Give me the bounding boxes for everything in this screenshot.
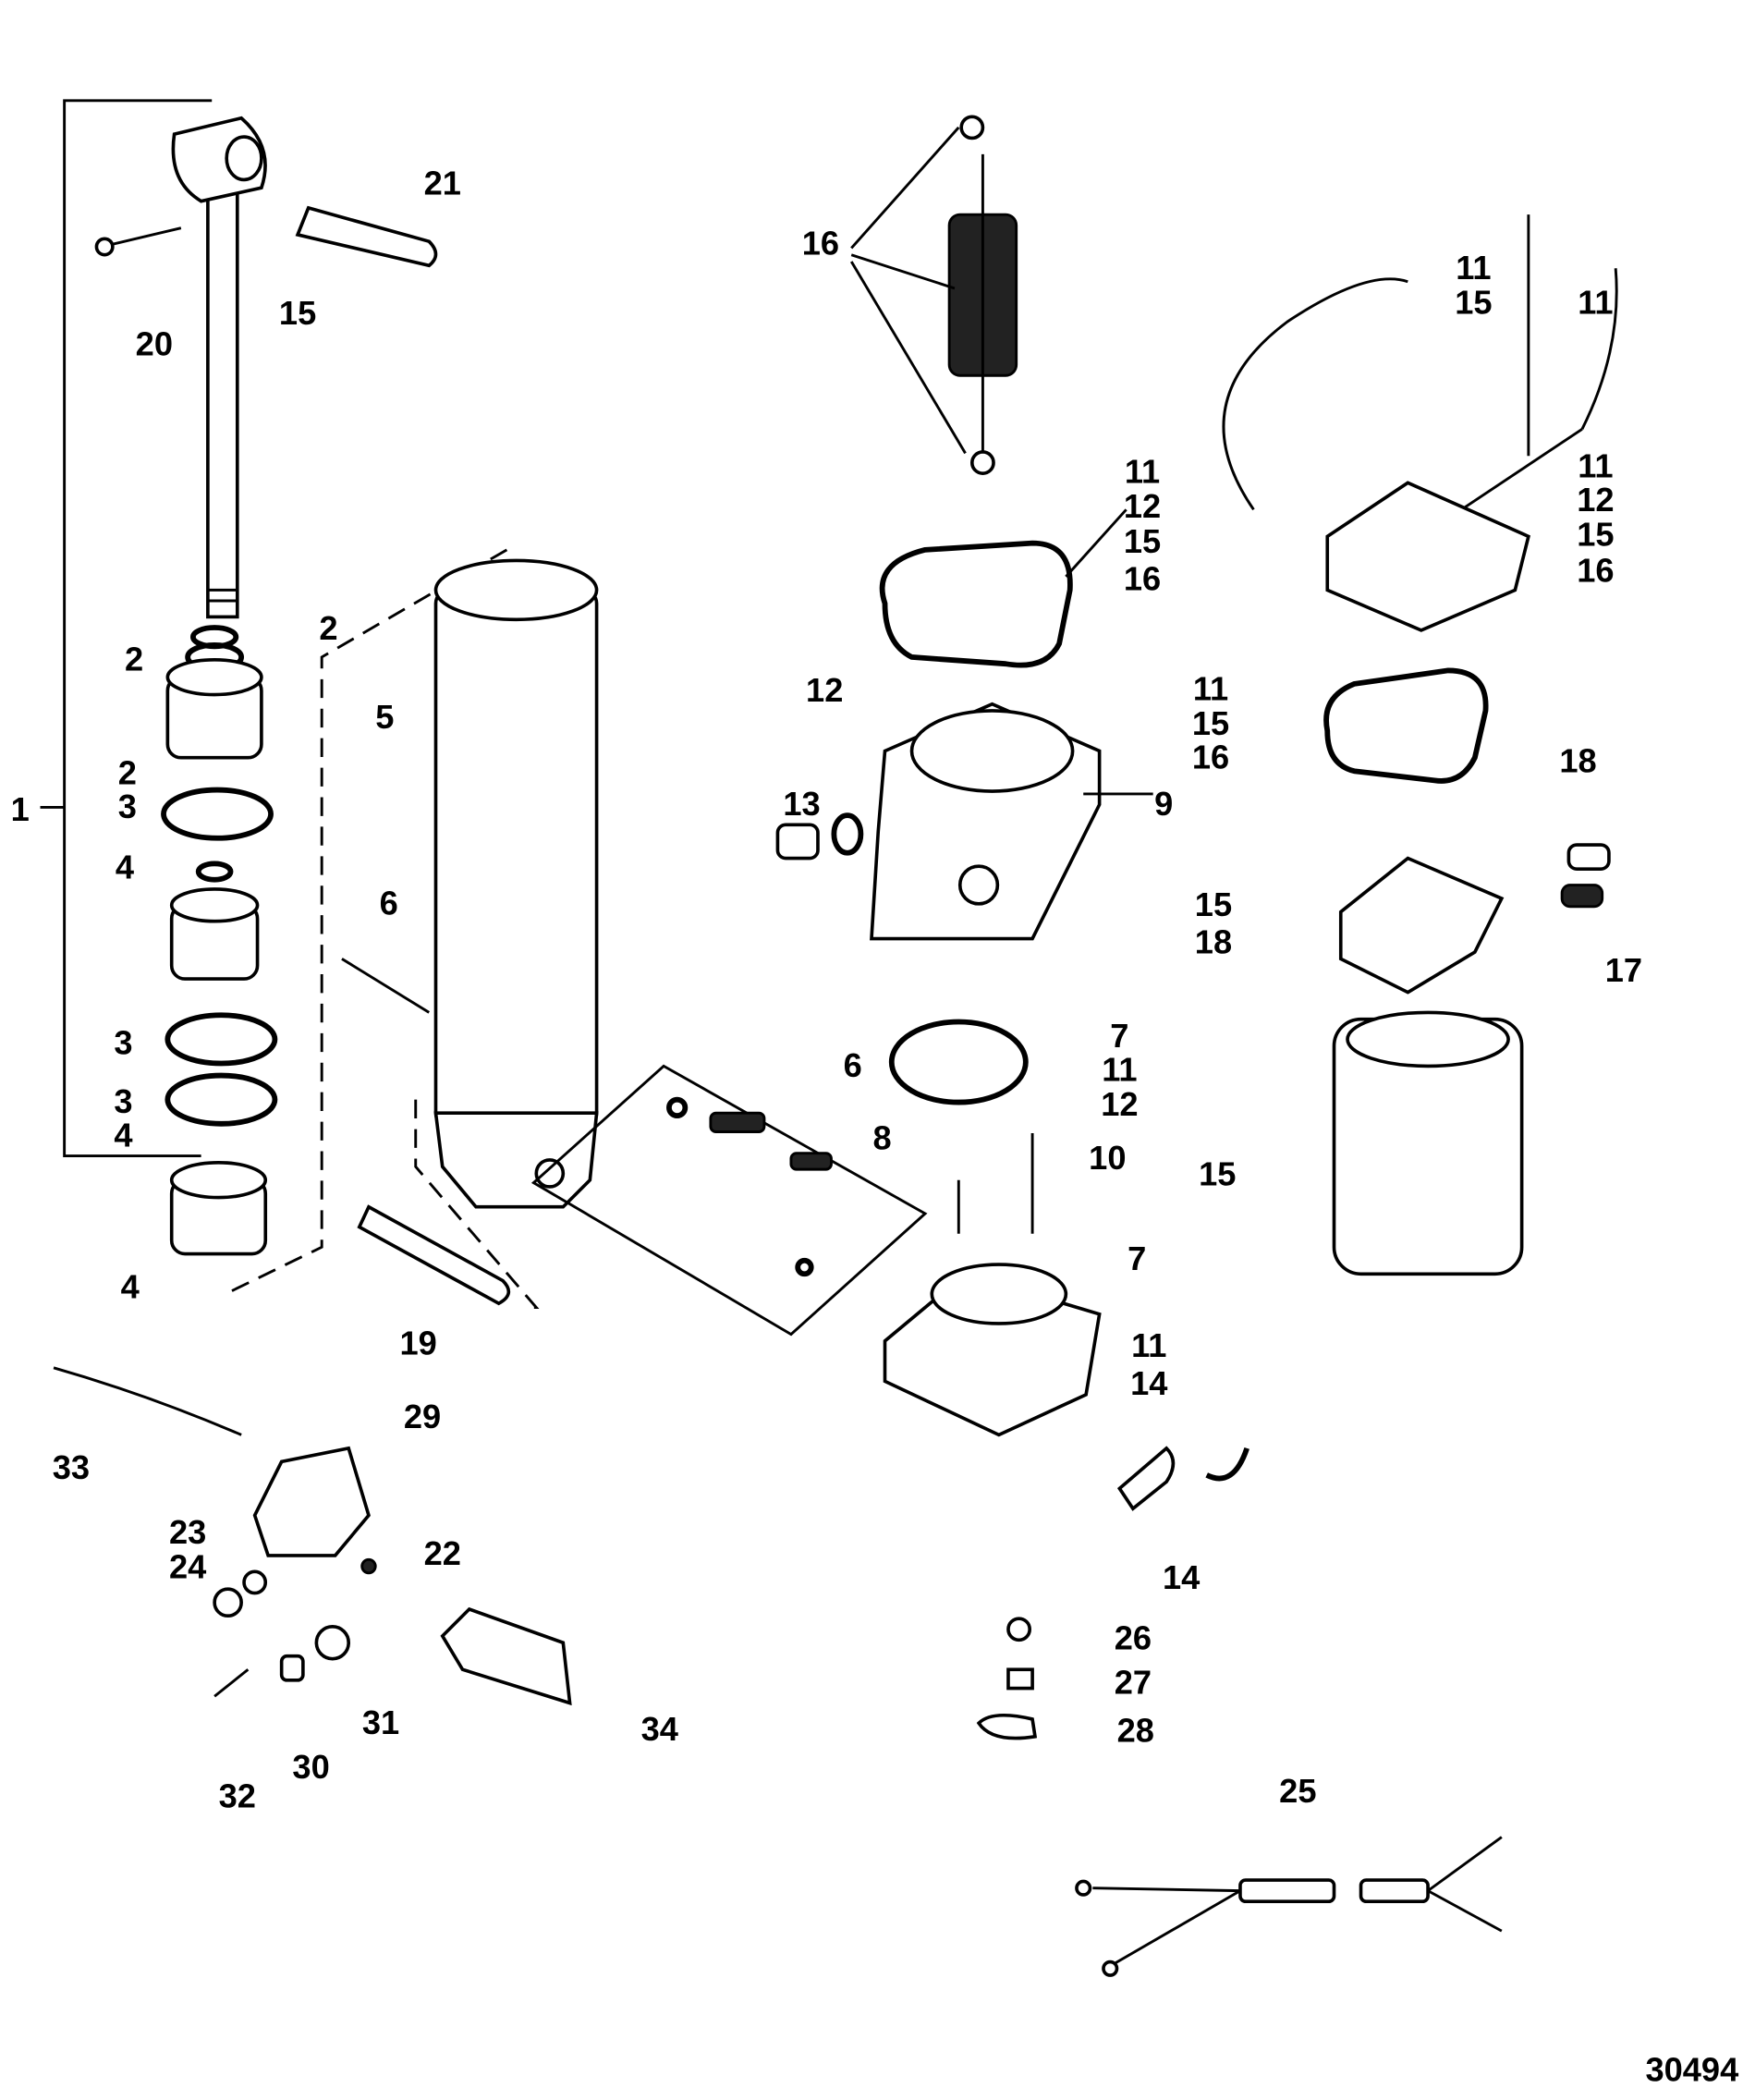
callout-9: 9 <box>1154 785 1173 823</box>
callout-18: 18 <box>1195 923 1232 961</box>
pin-19 <box>357 1204 511 1306</box>
bracket-34 <box>440 1606 572 1706</box>
pin-21 <box>295 205 438 268</box>
callout-3: 3 <box>118 788 137 825</box>
callout-16: 16 <box>1192 738 1229 775</box>
callout-6: 6 <box>380 884 398 922</box>
harness-25 <box>1075 1836 1503 1977</box>
callout-13: 13 <box>783 785 820 823</box>
callout-2: 2 <box>319 609 337 647</box>
hardware-26-28 <box>976 1617 1038 1740</box>
callout-11: 11 <box>1456 249 1491 287</box>
callout-12: 12 <box>806 671 843 709</box>
callout-23: 23 <box>169 1513 206 1551</box>
callout-2: 2 <box>118 754 137 792</box>
motor-end-cap <box>1222 214 1618 632</box>
callout-15: 15 <box>1199 1155 1236 1193</box>
callout-32: 32 <box>219 1777 256 1815</box>
callout-15: 15 <box>1455 284 1492 322</box>
callout-2: 2 <box>125 640 143 678</box>
callout-14: 14 <box>1163 1558 1200 1596</box>
figure-number: 30494 <box>1645 2051 1738 2089</box>
callout-28: 28 <box>1117 1712 1154 1750</box>
callout-16: 16 <box>1124 559 1161 597</box>
callout-3: 3 <box>114 1023 132 1061</box>
callout-31: 31 <box>362 1703 399 1741</box>
callout-15: 15 <box>1124 522 1161 560</box>
callout-7: 7 <box>1110 1017 1128 1055</box>
callout-4: 4 <box>114 1116 132 1154</box>
callout-11: 11 <box>1131 1326 1166 1364</box>
callout-7: 7 <box>1127 1239 1146 1277</box>
callout-4: 4 <box>116 848 134 885</box>
callout-4: 4 <box>121 1267 140 1305</box>
callout-15: 15 <box>1192 704 1229 742</box>
callout-21: 21 <box>424 164 461 201</box>
gasket-lower <box>1323 667 1489 784</box>
pump-body-12 <box>775 702 1153 941</box>
callout-12: 12 <box>1577 481 1614 519</box>
callout-33: 33 <box>53 1448 90 1486</box>
callout-17: 17 <box>1605 951 1642 989</box>
callout-14: 14 <box>1130 1364 1167 1402</box>
motor-frame-15 <box>1332 1010 1524 1276</box>
callout-27: 27 <box>1115 1663 1152 1701</box>
pump-base-7 <box>883 1019 1249 1511</box>
armature-16 <box>849 115 1018 475</box>
callout-22: 22 <box>424 1534 461 1572</box>
callout-24: 24 <box>169 1548 206 1586</box>
callout-15: 15 <box>1195 885 1232 923</box>
callout-15: 15 <box>1577 516 1614 554</box>
callout-11: 11 <box>1193 669 1228 707</box>
callout-3: 3 <box>114 1082 132 1120</box>
solenoid-29 <box>213 1446 377 1698</box>
gasket-upper <box>879 508 1127 668</box>
assembly-1-bracket <box>40 99 213 1158</box>
callout-16: 16 <box>1577 552 1614 590</box>
callout-11: 11 <box>1125 452 1160 490</box>
callout-34: 34 <box>641 1710 678 1748</box>
brush-plate-18 <box>1338 843 1611 995</box>
callout-11: 11 <box>1102 1050 1137 1088</box>
callout-16: 16 <box>802 225 839 262</box>
cylinder-5 <box>225 548 599 1309</box>
callout-30: 30 <box>292 1748 329 1786</box>
valve-kit-6 <box>530 1064 928 1337</box>
callout-29: 29 <box>404 1398 441 1435</box>
callout-19: 19 <box>399 1324 436 1361</box>
callout-26: 26 <box>1115 1618 1152 1656</box>
callout-18: 18 <box>1559 742 1596 780</box>
callout-11: 11 <box>1578 447 1613 485</box>
callout-12: 12 <box>1101 1085 1138 1123</box>
wire-33 <box>53 1366 242 1436</box>
callout-8: 8 <box>873 1118 892 1156</box>
callout-20: 20 <box>136 325 173 363</box>
callout-11: 11 <box>1578 284 1613 322</box>
bolt-6 <box>341 958 431 1014</box>
trim-rod <box>171 116 267 619</box>
callout-1: 1 <box>11 790 30 828</box>
callout-15: 15 <box>279 294 316 332</box>
screw-20 <box>94 226 182 257</box>
callout-6: 6 <box>844 1046 862 1084</box>
callout-12: 12 <box>1124 487 1161 525</box>
callout-25: 25 <box>1279 1772 1316 1810</box>
callout-5: 5 <box>375 698 394 736</box>
callout-10: 10 <box>1089 1139 1126 1177</box>
piston-parts <box>161 625 278 1256</box>
